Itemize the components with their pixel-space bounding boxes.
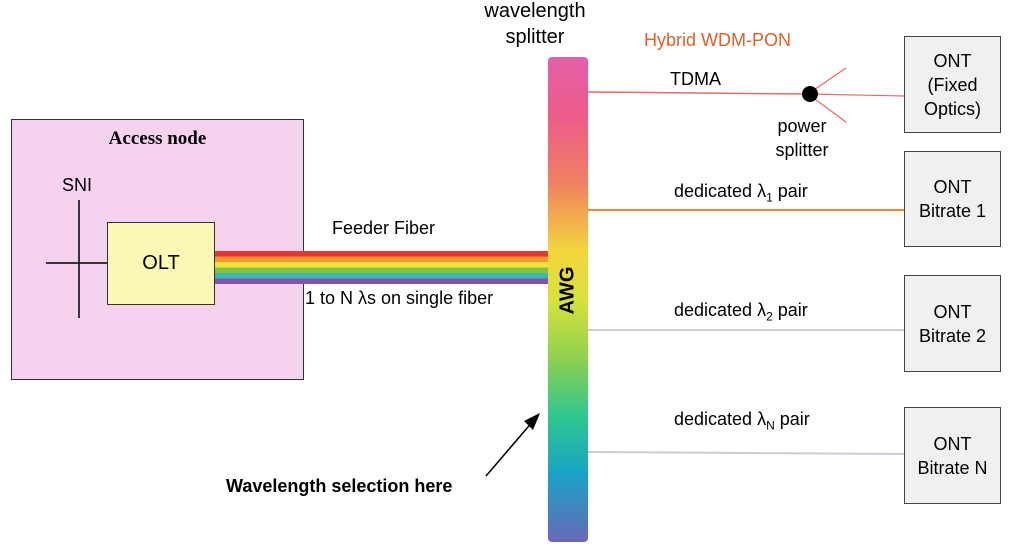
feeder-stripe: [215, 262, 548, 268]
feeder-stripe: [215, 267, 548, 273]
ont-bitrate-1: ONT Bitrate 1: [904, 151, 1001, 247]
awg-bar: [548, 57, 588, 542]
power-splitter-label-line1: power: [777, 116, 827, 136]
tdma-label: TDMA: [670, 69, 721, 89]
lambdaN-line: [587, 451, 905, 455]
feeder-stripe: [215, 273, 548, 279]
annotation-arrowhead: [524, 413, 540, 430]
split-branch-mid: [807, 93, 905, 97]
olt-box: OLT: [107, 222, 215, 305]
feeder-stripe: [215, 251, 548, 257]
power-splitter-label-line2: splitter: [775, 140, 829, 160]
access-node-title: Access node: [108, 128, 207, 149]
wavelengths-label: 1 to N λs on single fiber: [305, 288, 494, 308]
sni-label: SNI: [62, 175, 93, 195]
feeder-fiber: [215, 251, 548, 284]
splitter-title-line1: wavelength: [484, 0, 586, 22]
wavelength-selection-annotation: Wavelength selection here: [226, 476, 453, 496]
lambda1-label: dedicated λ1 pair: [674, 181, 808, 205]
feeder-fiber-label: Feeder Fiber: [332, 218, 436, 238]
tdma-line: [587, 91, 809, 95]
hybrid-wdm-pon-label: Hybrid WDM-PON: [644, 30, 791, 50]
ont-bitrate-2: ONT Bitrate 2: [904, 275, 1001, 372]
splitter-title-line2: splitter: [505, 26, 565, 48]
ont-fixed-optics: ONT (Fixed Optics): [904, 36, 1001, 133]
awg-label: AWG: [556, 266, 579, 314]
annotation-arrow-line: [485, 419, 535, 477]
ont-bitrate-n: ONT Bitrate N: [904, 407, 1001, 504]
lambdaN-label: dedicated λN pair: [674, 409, 810, 433]
feeder-stripe: [215, 256, 548, 262]
lambda2-label: dedicated λ2 pair: [674, 300, 808, 324]
feeder-stripe: [215, 278, 548, 284]
power-splitter-node: [802, 86, 818, 102]
